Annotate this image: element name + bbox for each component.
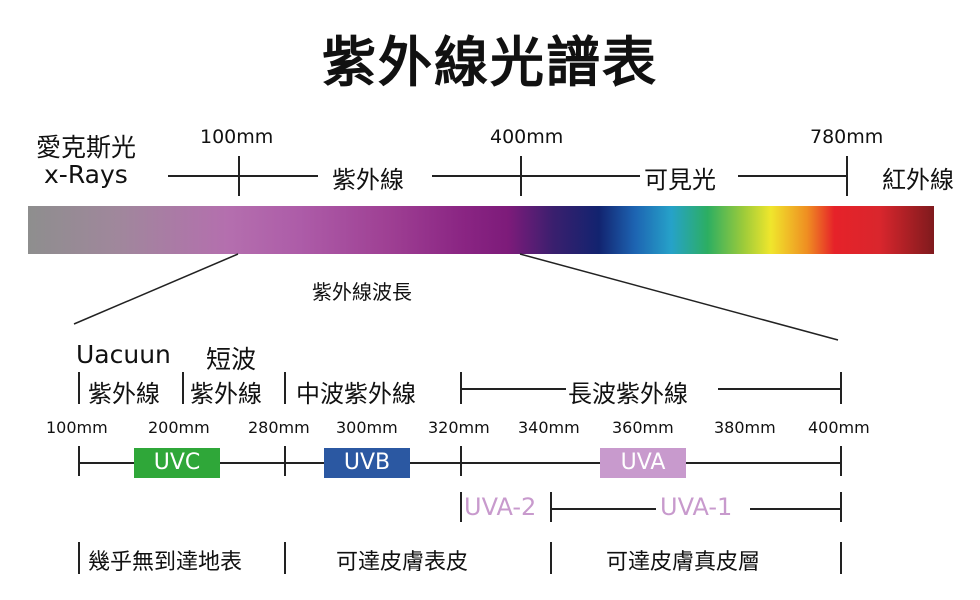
- page-title: 紫外線光譜表: [322, 31, 658, 94]
- uvc-badge: UVC: [134, 448, 220, 478]
- zoom-line-right: [519, 253, 839, 341]
- tick-label: 300mm: [336, 418, 398, 437]
- effect-uvb: 可達皮膚表皮: [336, 550, 469, 575]
- col-vacuum-uv: 紫外線: [88, 380, 160, 408]
- scale-line: [432, 175, 640, 177]
- effect-uva: 可達皮膚真皮層: [606, 550, 761, 575]
- divider: [550, 542, 552, 574]
- scale-line: [718, 388, 840, 390]
- divider: [284, 542, 286, 574]
- scale-line: [552, 508, 656, 510]
- scale-tick: [238, 156, 240, 196]
- band-line: [78, 462, 840, 464]
- band-tick: [460, 492, 462, 522]
- scale-line: [168, 175, 318, 177]
- tick-label: 380mm: [714, 418, 776, 437]
- tick-label: 340mm: [518, 418, 580, 437]
- region-ir: 紅外線: [882, 166, 954, 194]
- tick-780: 780mm: [810, 126, 884, 148]
- xray-label-en: x-Rays: [44, 160, 128, 189]
- region-uv: 紫外線: [332, 166, 404, 194]
- effect-uvc: 幾乎無到達地表: [88, 550, 243, 575]
- scale-line: [750, 508, 840, 510]
- band-tick: [840, 446, 842, 476]
- tick-label: 360mm: [612, 418, 674, 437]
- uva1-label: UVA-1: [660, 493, 733, 521]
- band-tick: [78, 446, 80, 476]
- tick-label: 200mm: [148, 418, 210, 437]
- tick-label: 320mm: [428, 418, 490, 437]
- short-wave-label: 短波: [206, 345, 257, 374]
- band-tick: [550, 492, 552, 522]
- spectrum-bar: [28, 206, 934, 254]
- col-long-uv: 長波紫外線: [568, 380, 688, 408]
- region-visible: 可見光: [644, 166, 716, 194]
- tick-label: 100mm: [46, 418, 108, 437]
- scale-tick: [520, 156, 522, 196]
- uva-badge: UVA: [600, 448, 686, 478]
- scale-tick: [846, 156, 848, 196]
- tick-100: 100mm: [200, 126, 274, 148]
- band-tick: [460, 446, 462, 476]
- divider: [78, 372, 80, 404]
- tick-400: 400mm: [490, 126, 564, 148]
- divider: [78, 542, 80, 574]
- divider: [840, 542, 842, 574]
- tick-label: 400mm: [808, 418, 870, 437]
- col-mid-uv: 中波紫外線: [296, 380, 416, 408]
- divider: [840, 372, 842, 404]
- spectrum-caption: 紫外線波長: [312, 280, 412, 304]
- scale-line: [738, 175, 846, 177]
- uva2-label: UVA-2: [464, 493, 537, 521]
- vacuum-label: Uacuun: [76, 340, 171, 369]
- band-tick: [840, 492, 842, 522]
- zoom-line-left: [73, 253, 239, 325]
- divider: [182, 372, 184, 404]
- band-tick: [284, 446, 286, 476]
- xray-label: 愛克斯光: [36, 133, 137, 162]
- tick-label: 280mm: [248, 418, 310, 437]
- col-short-uv: 紫外線: [190, 380, 262, 408]
- divider: [460, 372, 462, 404]
- divider: [284, 372, 286, 404]
- scale-line: [462, 388, 566, 390]
- uvb-badge: UVB: [324, 448, 410, 478]
